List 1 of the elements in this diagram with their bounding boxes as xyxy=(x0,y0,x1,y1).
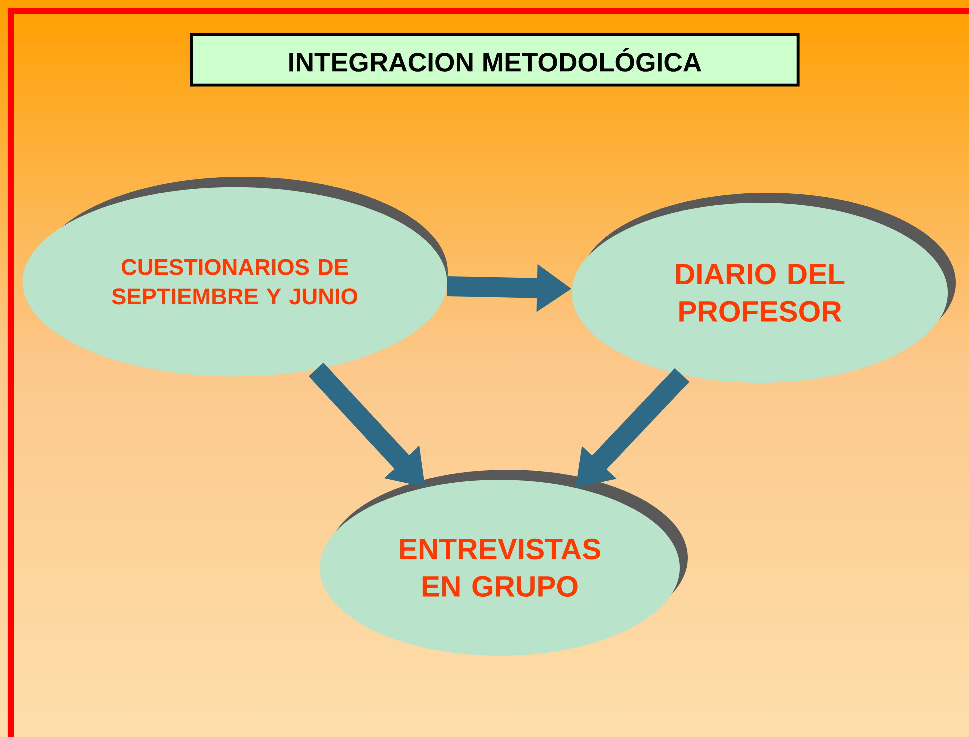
title-box: INTEGRACION METODOLÓGICA xyxy=(190,33,800,87)
